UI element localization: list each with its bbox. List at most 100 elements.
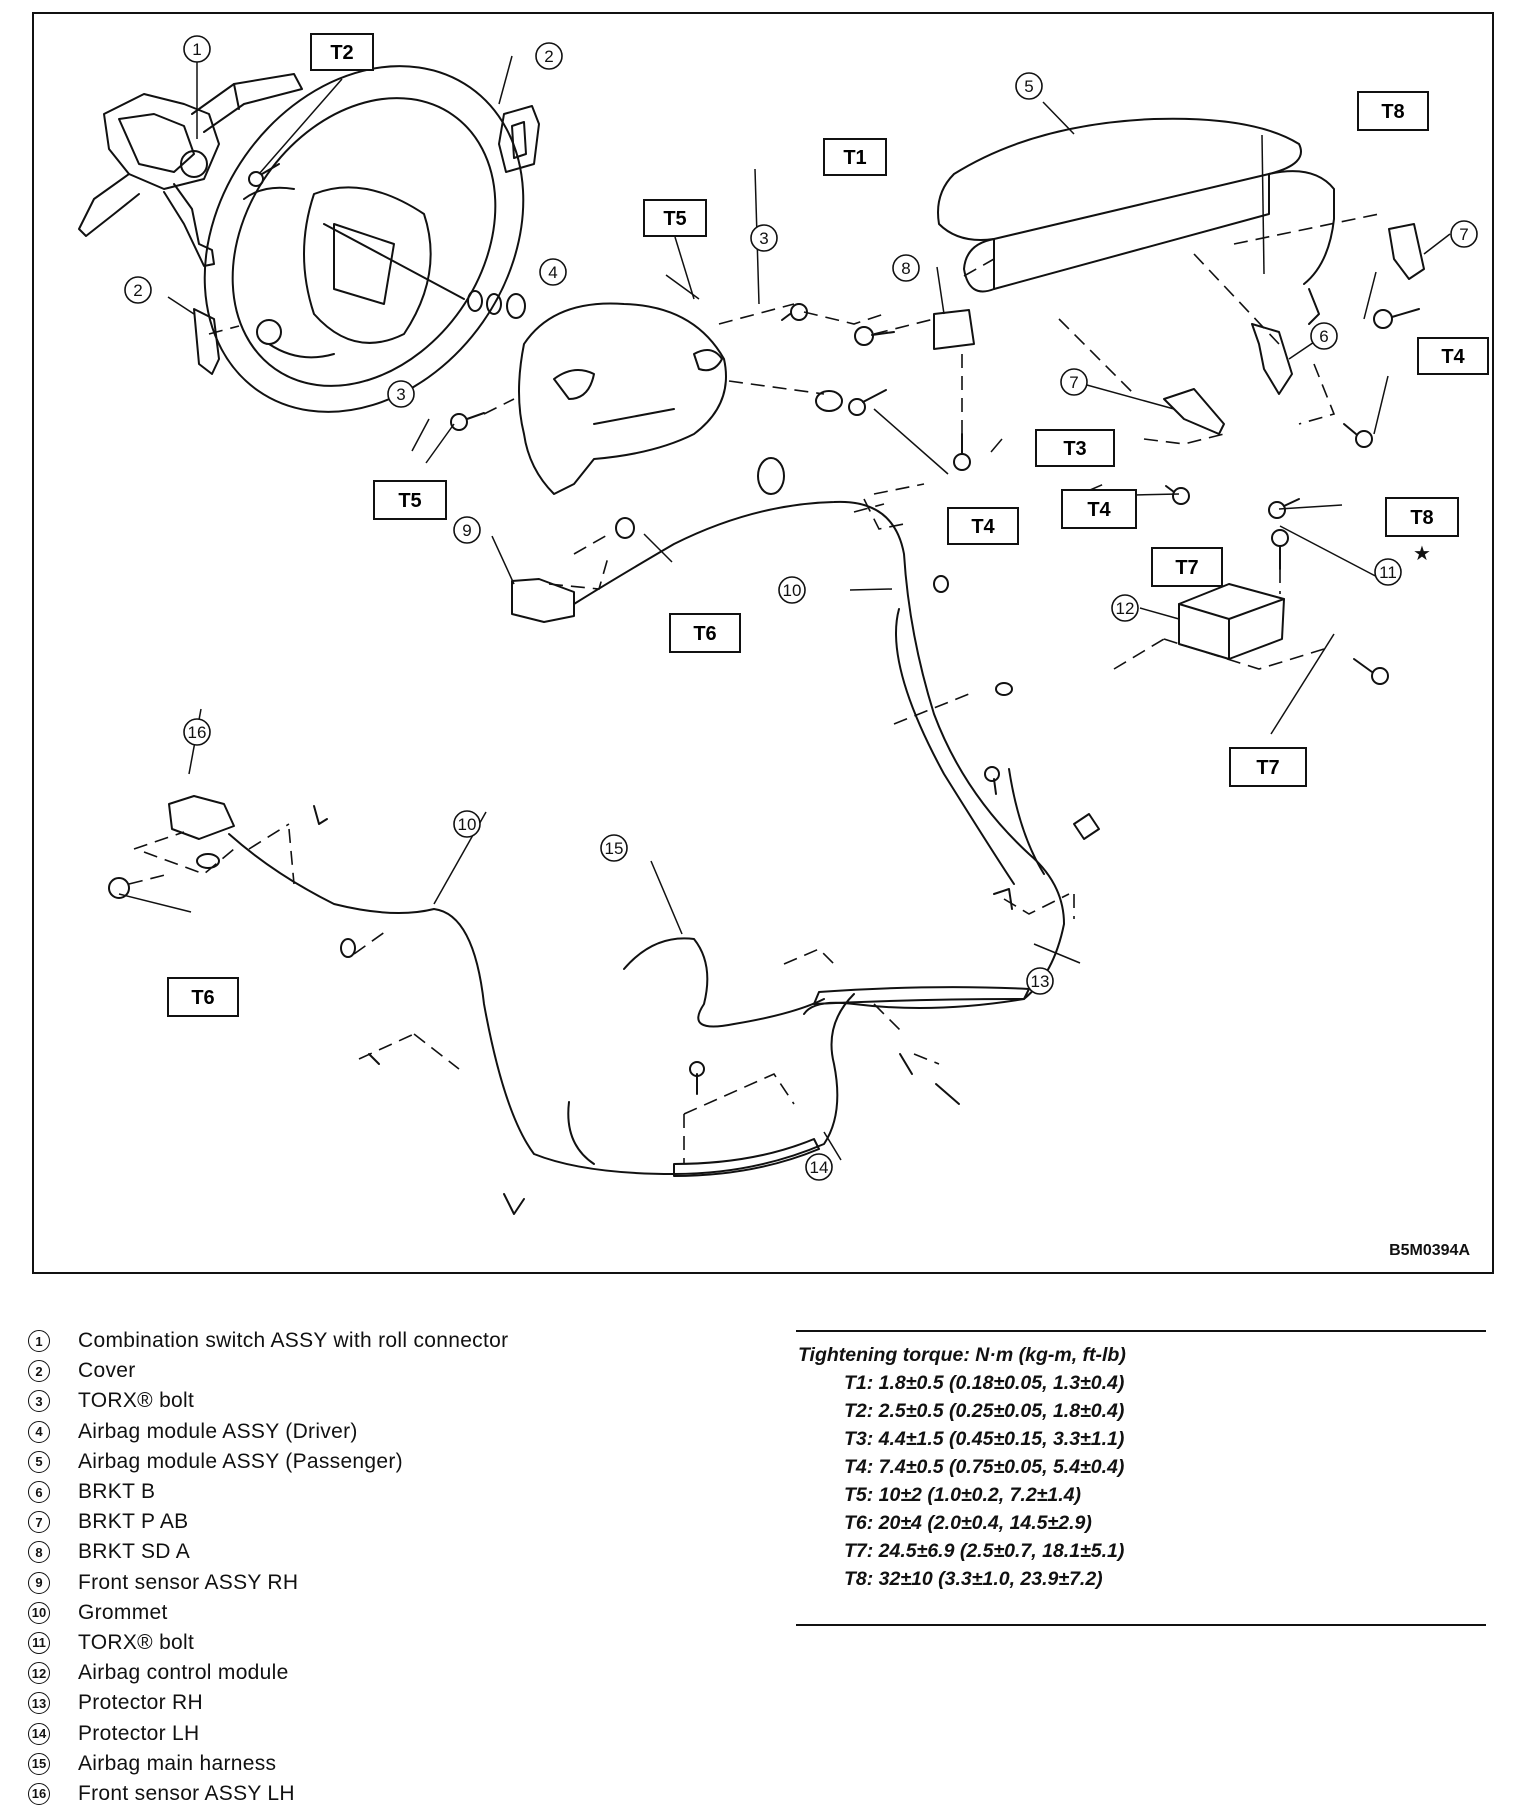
svg-text:T5: T5	[398, 490, 421, 512]
torque-row: T2: 2.5±0.5 (0.25±0.05, 1.8±0.4)	[844, 1400, 1125, 1422]
legend-number: 9	[28, 1571, 50, 1594]
legend-item: 14 Protector LH	[28, 1718, 748, 1748]
svg-text:7: 7	[1069, 373, 1078, 392]
tag-t4-right: T4	[1417, 337, 1489, 375]
harness-rh-line	[573, 500, 1065, 1015]
bolt-drawings	[108, 303, 1420, 899]
legend-number: 3	[28, 1390, 50, 1413]
callout-7-lower: 7	[1060, 368, 1088, 396]
steering-wheel-drawing	[203, 65, 525, 413]
callout-2-upper: 2	[535, 42, 563, 70]
svg-text:9: 9	[462, 521, 471, 540]
washer-2	[486, 293, 502, 315]
callout-7-right: 7	[1450, 220, 1478, 248]
torque-rows: T1: 1.8±0.5 (0.18±0.05, 1.3±0.4)T2: 2.5±…	[796, 1372, 1486, 1596]
harness-rh-branch	[895, 608, 1015, 885]
harness-lh-branch	[567, 1101, 595, 1165]
svg-text:T6: T6	[191, 987, 214, 1009]
legend-text: BRKT P AB	[78, 1510, 189, 1534]
torque-title: Tightening torque: N·m (kg-m, ft-lb)	[798, 1344, 1126, 1366]
callout-14: 14	[805, 1153, 833, 1181]
tag-t4-lower: T4	[1061, 489, 1137, 529]
legend-number: 4	[28, 1420, 50, 1443]
tag-t2: T2	[310, 33, 374, 71]
small-parts-drawing	[196, 390, 1100, 1215]
protector-lh-drawing	[673, 1138, 820, 1177]
svg-text:T7: T7	[1256, 757, 1279, 779]
tag-t1: T1	[823, 138, 887, 176]
callout-4: 4	[539, 258, 567, 286]
svg-text:T5: T5	[663, 208, 686, 230]
torque-row: T6: 20±4 (2.0±0.4, 14.5±2.9)	[844, 1512, 1092, 1534]
legend-text: Cover	[78, 1359, 136, 1383]
brkt-p-ab-lower-drawing	[1163, 388, 1225, 435]
legend-text: Combination switch ASSY with roll connec…	[78, 1329, 509, 1353]
legend-text: Airbag control module	[78, 1661, 289, 1685]
callout-9: 9	[453, 516, 481, 544]
tag-t5-upper: T5	[643, 199, 707, 237]
main-harness-line	[623, 937, 825, 1028]
cover-left-drawing	[193, 308, 220, 375]
callout-13: 13	[1026, 967, 1054, 995]
svg-text:2: 2	[544, 47, 553, 66]
legend-number: 16	[28, 1782, 50, 1805]
front-sensor-lh-drawing	[168, 795, 235, 840]
svg-text:2: 2	[133, 281, 142, 300]
parts-legend: 1 Combination switch ASSY with roll conne…	[28, 1326, 748, 1809]
legend-number: 14	[28, 1722, 50, 1745]
legend-text: Airbag module ASSY (Driver)	[78, 1419, 358, 1443]
torque-row: T3: 4.4±1.5 (0.45±0.15, 3.3±1.1)	[844, 1428, 1125, 1450]
callout-10-lower: 10	[453, 810, 481, 838]
cover-upper-detail	[511, 121, 527, 159]
cover-upper-drawing	[498, 105, 540, 173]
t2-screw-drawing	[248, 163, 280, 187]
brkt-sd-a-drawing	[933, 309, 975, 350]
svg-text:16: 16	[188, 723, 207, 742]
front-sensor-rh-drawing	[511, 578, 575, 623]
tag-t6-upper: T6	[669, 613, 741, 653]
legend-number: 10	[28, 1601, 50, 1624]
svg-text:3: 3	[759, 229, 768, 248]
svg-text:10: 10	[458, 815, 477, 834]
svg-text:T2: T2	[330, 42, 353, 64]
shaft-line	[323, 223, 465, 300]
legend-text: BRKT SD A	[78, 1540, 191, 1564]
svg-text:6: 6	[1319, 327, 1328, 346]
legend-text: Protector LH	[78, 1721, 200, 1745]
svg-text:5: 5	[1024, 77, 1033, 96]
svg-text:T4: T4	[1441, 346, 1465, 368]
figure-id: B5M0394A	[1389, 1242, 1470, 1259]
tag-t3: T3	[1035, 429, 1115, 467]
passenger-airbag-drawing	[937, 117, 1335, 325]
tag-t8-lower: T8	[1385, 497, 1459, 537]
svg-text:T4: T4	[1087, 499, 1111, 521]
diagram-canvas: T2 T5 T1 T8 T4 T3 T5 T4	[78, 33, 1489, 1215]
legend-item: 1 Combination switch ASSY with roll conne…	[28, 1326, 748, 1356]
svg-text:14: 14	[810, 1158, 829, 1177]
callout-1: 1	[183, 35, 211, 63]
svg-text:T6: T6	[693, 623, 716, 645]
svg-text:T3: T3	[1063, 438, 1086, 460]
svg-text:T8: T8	[1410, 507, 1433, 529]
svg-text:11: 11	[1379, 563, 1397, 582]
svg-text:8: 8	[901, 259, 910, 278]
svg-text:13: 13	[1031, 972, 1050, 991]
torque-row: T5: 10±2 (1.0±0.2, 7.2±1.4)	[844, 1484, 1081, 1506]
tag-t7-upper: T7	[1151, 547, 1223, 587]
washer-1	[467, 290, 483, 312]
harness-connector-branch	[1008, 768, 1045, 875]
legend-number: 11	[28, 1631, 50, 1654]
torque-table: Tightening torque: N·m (kg-m, ft-lb) T1:…	[796, 1330, 1486, 1626]
legend-number: 1	[28, 1330, 50, 1353]
callout-6: 6	[1310, 322, 1338, 350]
